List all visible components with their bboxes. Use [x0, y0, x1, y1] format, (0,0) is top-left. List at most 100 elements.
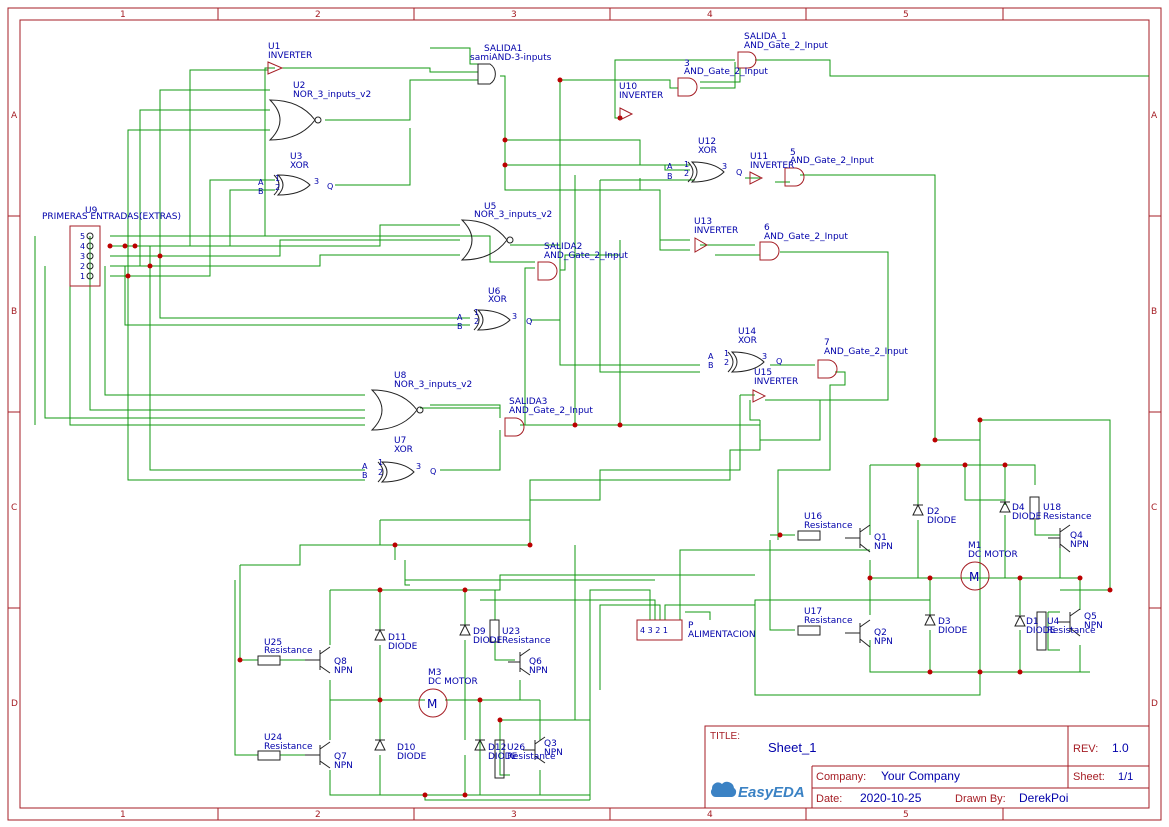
u9-pin3: 3: [80, 252, 85, 261]
d2-label: D2: [927, 507, 940, 517]
row-label-a-right: A: [1151, 111, 1158, 121]
u9-pin5: 5: [80, 232, 85, 241]
u3-type: XOR: [290, 161, 309, 171]
salida2-type: AND_Gate_2_Input: [544, 251, 628, 261]
u4-label: U4: [1047, 617, 1060, 627]
salida1-type: samiAND-3-inputs: [470, 53, 552, 63]
q6-transistor: [508, 648, 531, 676]
u12-xor-symbol: [690, 161, 725, 183]
u8-label: U8: [394, 371, 407, 381]
u6-type: XOR: [488, 295, 507, 305]
power-components: M M: [257, 496, 1081, 779]
d12-type: DIODE: [488, 752, 518, 762]
u9-pin1: 1: [80, 272, 85, 281]
q3-label: Q3: [544, 739, 557, 749]
q8-label: Q8: [334, 657, 347, 667]
d9-type: DIODE: [473, 636, 503, 646]
q3-transistor: [523, 736, 546, 764]
u15-label: U15: [754, 368, 772, 378]
svg-text:Q: Q: [526, 317, 532, 326]
svg-text:4 3 2 1: 4 3 2 1: [640, 626, 668, 635]
d3-type: DIODE: [938, 626, 968, 636]
u4-type: Resistance: [1047, 626, 1096, 636]
svg-text:B: B: [258, 187, 264, 196]
u24-resistor: [257, 750, 281, 761]
q4-transistor: [1048, 524, 1071, 553]
u9-connector: 5 4 3 2 1: [69, 225, 101, 287]
q5-label: Q5: [1084, 612, 1097, 622]
u17-resistor: [797, 625, 821, 636]
u23-type: Resistance: [502, 636, 551, 646]
u2-label: U2: [293, 81, 305, 91]
q6-label: Q6: [529, 657, 542, 667]
u10-type: INVERTER: [619, 91, 663, 101]
u10-inverter-symbol: [619, 107, 634, 121]
svg-text:Q: Q: [430, 467, 436, 476]
u6-xor-symbol: [476, 309, 511, 331]
u11-label: U11: [750, 152, 768, 162]
drawn-by-value: DerekPoi: [1019, 791, 1068, 805]
u9-pin2: 2: [80, 262, 85, 271]
d11-diode: [374, 628, 386, 641]
svg-text:A: A: [708, 352, 714, 361]
salida-1-label: SALIDA_1: [744, 32, 787, 42]
d11-label: D11: [388, 633, 406, 643]
q3-type: NPN: [544, 748, 563, 758]
m3-motor: [418, 688, 448, 718]
u18-type: Resistance: [1043, 512, 1092, 522]
q4-label: Q4: [1070, 531, 1083, 541]
svg-text:3: 3: [512, 312, 517, 321]
m3-motor-letter: M: [427, 697, 437, 711]
m3-type: DC MOTOR: [428, 677, 478, 687]
d9-label: D9: [473, 627, 486, 637]
salida1-label: SALIDA1: [484, 44, 522, 54]
svg-text:B: B: [362, 471, 368, 480]
m1-label: M1: [968, 541, 982, 551]
d10-label: D10: [397, 743, 416, 753]
u18-resistor: [1029, 496, 1040, 520]
d1-label: D1: [1026, 617, 1039, 627]
salida3-label: SALIDA3: [509, 397, 547, 407]
svg-text:B: B: [708, 361, 714, 370]
u7-type: XOR: [394, 445, 413, 455]
d1-diode: [1014, 614, 1026, 627]
q7-label: Q7: [334, 752, 347, 762]
u3-label: U3: [290, 152, 302, 162]
svg-text:3: 3: [762, 352, 767, 361]
u1-inverter-symbol: [267, 61, 284, 75]
svg-text:A: A: [667, 162, 673, 171]
col-label-2: 2: [315, 10, 321, 20]
svg-text:2: 2: [275, 183, 280, 192]
row-label-c: C: [11, 503, 17, 513]
svg-text:1: 1: [684, 160, 689, 169]
svg-text:2: 2: [724, 358, 729, 367]
d4-diode: [999, 500, 1011, 513]
salida1-and-symbol: [477, 63, 496, 85]
row-label-b: B: [11, 307, 17, 317]
date-value: 2020-10-25: [860, 791, 922, 805]
u7-label: U7: [394, 436, 406, 446]
u24-label: U24: [264, 733, 282, 743]
u2-nor-symbol: [268, 99, 316, 141]
u1-type: INVERTER: [268, 51, 312, 61]
u10-label: U10: [619, 82, 637, 92]
svg-text:2: 2: [378, 468, 383, 477]
q1-type: NPN: [874, 542, 893, 552]
p-type: ALIMENTACION: [688, 630, 756, 640]
component-labels: U1 INVERTER SALIDA1 samiAND-3-inputs SAL…: [42, 32, 1103, 771]
u6-label: U6: [488, 287, 501, 297]
svg-text:1: 1: [275, 174, 280, 183]
m1-motor-letter: M: [969, 570, 979, 584]
u25-label: U25: [264, 638, 282, 648]
svg-text:1: 1: [474, 308, 479, 317]
u25-resistor: [257, 655, 281, 666]
col-label-3-bottom: 3: [511, 810, 517, 820]
u5-nor-symbol: [460, 219, 508, 261]
svg-text:Q: Q: [736, 168, 742, 177]
q6-type: NPN: [529, 666, 548, 676]
d9-diode: [459, 623, 471, 636]
u13-type: INVERTER: [694, 226, 738, 236]
u9-label: U9: [85, 206, 98, 216]
title-block: TITLE: Sheet_1 REV: 1.0 Company: Your Co…: [704, 725, 1150, 809]
svg-text:3: 3: [314, 177, 319, 186]
